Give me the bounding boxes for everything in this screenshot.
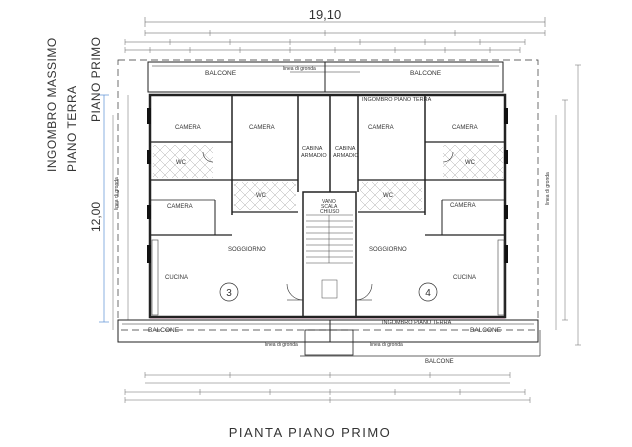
cabina-right-label-1: CABINA xyxy=(335,146,356,152)
wc-center-left-label: WC xyxy=(256,193,267,199)
wc-center-right-tiles xyxy=(360,182,422,210)
bottom-dimension-chains xyxy=(124,372,531,403)
soggiorno-left-label: SOGGIORNO xyxy=(228,247,266,253)
vano-label-3: CHIUSO xyxy=(320,209,340,215)
right-dimension-chains xyxy=(555,64,581,346)
camera-top-right2-label: CAMERA xyxy=(452,125,478,131)
wc-center-left-tiles xyxy=(234,182,296,210)
stairs xyxy=(306,214,353,299)
wc-top-left-tiles xyxy=(153,145,213,178)
cucina-right-label: CUCINA xyxy=(453,275,476,281)
legend-piano-terra: PIANO TERRA xyxy=(65,85,79,172)
wc-top-left-label: WC xyxy=(176,160,187,166)
plan-title: PIANTA PIANO PRIMO xyxy=(229,425,392,440)
linea-gronda-bottom-left-label: linea di gronda xyxy=(265,342,298,348)
cabina-left-label-1: CABINA xyxy=(302,146,323,152)
wc-top-right-tiles xyxy=(443,145,503,178)
doors xyxy=(202,151,454,301)
kitchen-counters xyxy=(151,239,505,316)
cucina-left-label: CUCINA xyxy=(165,275,188,281)
overall-width-label: 19,10 xyxy=(309,7,342,22)
vano-label-2: SCALA xyxy=(321,204,338,210)
linea-gronda-left-label: linea di gronda xyxy=(114,177,120,210)
legend: INGOMBRO MASSIMO PIANO TERRA PIANO PRIMO… xyxy=(45,36,109,323)
soggiorno-right-label: SOGGIORNO xyxy=(369,247,407,253)
linea-gronda-top-label: linea di gronda xyxy=(283,66,316,72)
legend-ingombro-massimo: INGOMBRO MASSIMO xyxy=(45,37,59,172)
unit-4-label: 4 xyxy=(425,288,431,299)
overall-height-label: 12,00 xyxy=(89,202,103,232)
left-dimension-chains xyxy=(112,95,129,330)
top-balconies xyxy=(147,61,504,93)
balcone-top-left-label: BALCONE xyxy=(205,70,237,77)
camera-mid-right-label: CAMERA xyxy=(450,203,476,209)
wc-top-right-label: WC xyxy=(465,160,476,166)
balcone-bottom-right-label: BALCONE xyxy=(470,327,502,334)
camera-top-left2-label: CAMERA xyxy=(249,125,275,131)
windows xyxy=(147,108,508,263)
overall-width-dimension: 19,10 xyxy=(144,7,546,27)
max-footprint-outline xyxy=(117,59,539,331)
cabina-right-label-2: ARMADIO xyxy=(333,153,359,159)
linea-gronda-bottom-right-label: linea di gronda xyxy=(370,342,403,348)
ingombro-pt-top-label: INGOMBRO PIANO TERRA xyxy=(362,97,432,103)
wc-center-right-label: WC xyxy=(383,193,394,199)
cabina-left-label-2: ARMADIO xyxy=(301,153,327,159)
camera-top-right-label: CAMERA xyxy=(368,125,394,131)
linea-gronda-right-label: linea di gronda xyxy=(545,172,551,205)
vano-label-1: VANO xyxy=(322,199,336,205)
legend-piano-primo: PIANO PRIMO xyxy=(89,36,103,122)
camera-top-left-label: CAMERA xyxy=(175,125,201,131)
ingombro-pt-bottom-label: INGOMBRO PIANO TERRA xyxy=(382,320,452,326)
top-dimension-chains xyxy=(124,30,546,53)
balcone-top-right-label: BALCONE xyxy=(410,70,442,77)
balcone-bottom-label: BALCONE xyxy=(425,359,454,365)
camera-mid-left-label: CAMERA xyxy=(167,204,193,210)
unit-3-marker xyxy=(219,282,239,302)
unit-3-label: 3 xyxy=(226,288,232,299)
bottom-balconies xyxy=(117,319,539,356)
balcone-bottom-left-label: BALCONE xyxy=(148,327,180,334)
unit-4-marker xyxy=(418,282,438,302)
